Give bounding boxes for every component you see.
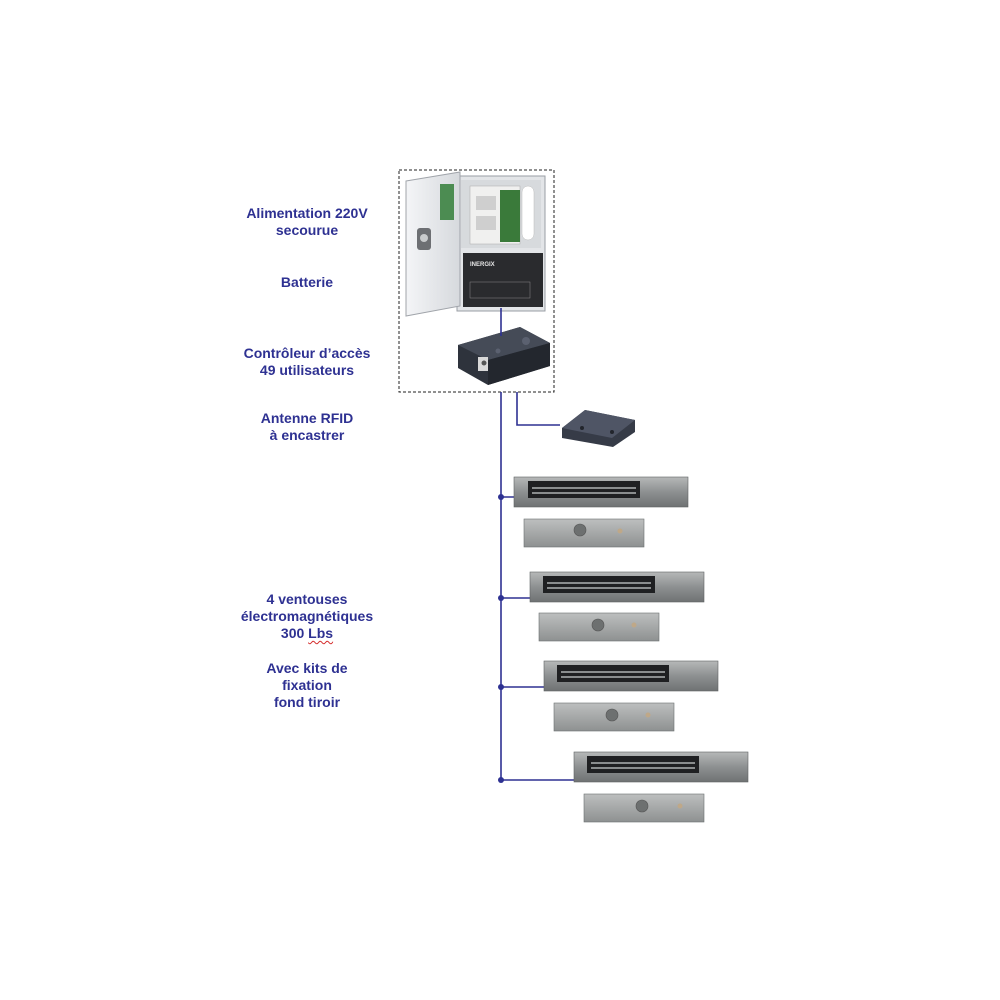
enclosure-dashed-frame <box>398 169 555 393</box>
label-power-supply: Alimentation 220V secourue <box>207 205 407 239</box>
rfid-antenna <box>562 410 635 447</box>
access-controller-box <box>458 327 550 385</box>
label-power-supply-line2: secourue <box>275 222 339 238</box>
label-controller: Contrôleur d’accès 49 utilisateurs <box>207 345 407 379</box>
label-suction-cups-unit: Lbs <box>308 625 334 641</box>
label-antenna: Antenne RFID à encastrer <box>207 410 407 444</box>
electromagnet-2 <box>529 571 705 603</box>
wire-junction-dots <box>498 494 504 783</box>
armature-plate-4 <box>583 793 705 823</box>
label-kits-line3: fond tiroir <box>273 694 341 710</box>
label-suction-cups-number: 300 <box>280 625 305 641</box>
battery-brand: INERGIX <box>470 262 495 268</box>
power-supply-cabinet: INERGIX <box>456 175 546 312</box>
label-battery-line1: Batterie <box>280 274 334 290</box>
electromagnet-4 <box>573 751 749 783</box>
label-antenna-line2: à encastrer <box>269 427 345 443</box>
label-suction-cups-line1: 4 ventouses <box>266 591 348 607</box>
label-kits-line2: fixation <box>282 677 332 693</box>
label-controller-line2: 49 utilisateurs <box>259 362 355 378</box>
label-kits-line1: Avec kits de <box>266 660 348 676</box>
label-suction-cups-line2: électromagnétiques <box>240 608 374 624</box>
label-kits: Avec kits de fixation fond tiroir <box>207 660 407 711</box>
cabinet-door <box>405 171 461 317</box>
electromagnet-3 <box>543 660 719 692</box>
label-suction-cups-line3: 300 Lbs <box>207 625 407 642</box>
label-antenna-line1: Antenne RFID <box>260 410 354 426</box>
armature-plate-3 <box>553 702 675 732</box>
armature-plate-2 <box>538 612 660 642</box>
label-controller-line1: Contrôleur d’accès <box>243 345 371 361</box>
label-power-supply-line1: Alimentation 220V <box>246 205 368 221</box>
label-battery: Batterie <box>207 274 407 291</box>
label-suction-cups: 4 ventouses électromagnétiques 300 Lbs <box>207 591 407 642</box>
electromagnet-1 <box>513 476 689 508</box>
armature-plate-1 <box>523 518 645 548</box>
